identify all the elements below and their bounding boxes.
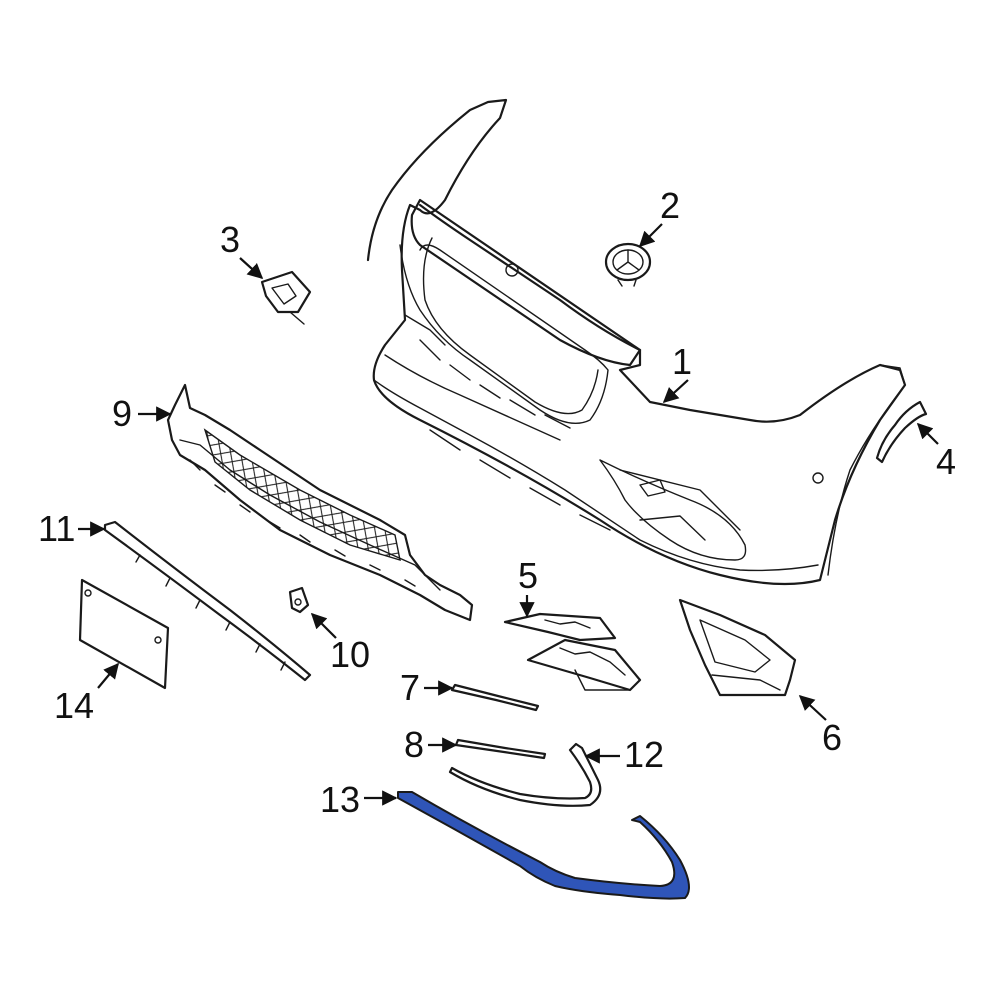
callout-6: 6 — [798, 694, 842, 758]
callout-9-label: 9 — [112, 393, 132, 434]
part-license-plate[interactable] — [78, 578, 170, 690]
callout-4-label: 4 — [936, 441, 956, 482]
part-long-trim[interactable] — [103, 520, 312, 682]
callout-3: 3 — [220, 219, 264, 280]
callout-5: 5 — [518, 555, 538, 618]
callout-2-label: 2 — [660, 185, 680, 226]
callout-6-label: 6 — [822, 717, 842, 758]
callout-1: 1 — [662, 341, 692, 404]
part-emblem[interactable] — [604, 242, 652, 287]
callout-4: 4 — [916, 422, 956, 482]
callout-8-label: 8 — [404, 724, 424, 765]
part-lower-grille[interactable] — [166, 383, 474, 622]
callout-11: 11 — [38, 508, 106, 549]
callout-7-label: 7 — [400, 667, 420, 708]
callout-13: 13 — [320, 779, 398, 820]
callout-2: 2 — [638, 185, 680, 248]
callout-8: 8 — [404, 724, 458, 765]
part-grille-insert[interactable] — [503, 612, 642, 692]
callout-10: 10 — [310, 612, 370, 675]
part-lower-trim-highlighted[interactable] — [397, 791, 690, 900]
part-fog-grille[interactable] — [678, 598, 797, 697]
callout-13-label: 13 — [320, 779, 360, 820]
callout-10-label: 10 — [330, 634, 370, 675]
part-bracket-small[interactable] — [260, 270, 312, 325]
callout-12: 12 — [584, 734, 664, 775]
callout-14-label: 14 — [54, 685, 94, 726]
part-clip[interactable] — [288, 586, 310, 614]
part-trim-7[interactable] — [450, 683, 540, 712]
part-side-trim[interactable] — [875, 400, 928, 464]
callout-5-label: 5 — [518, 555, 538, 596]
part-bumper-cover[interactable] — [366, 98, 907, 586]
callout-14: 14 — [54, 662, 119, 726]
callout-7: 7 — [400, 667, 454, 708]
callout-1-label: 1 — [672, 341, 692, 382]
callout-12-label: 12 — [624, 734, 664, 775]
part-trim-8[interactable] — [454, 738, 547, 760]
callout-11-label: 11 — [38, 508, 75, 549]
callout-3-label: 3 — [220, 219, 240, 260]
part-curved-trim[interactable] — [448, 742, 602, 807]
callout-9: 9 — [112, 393, 172, 434]
